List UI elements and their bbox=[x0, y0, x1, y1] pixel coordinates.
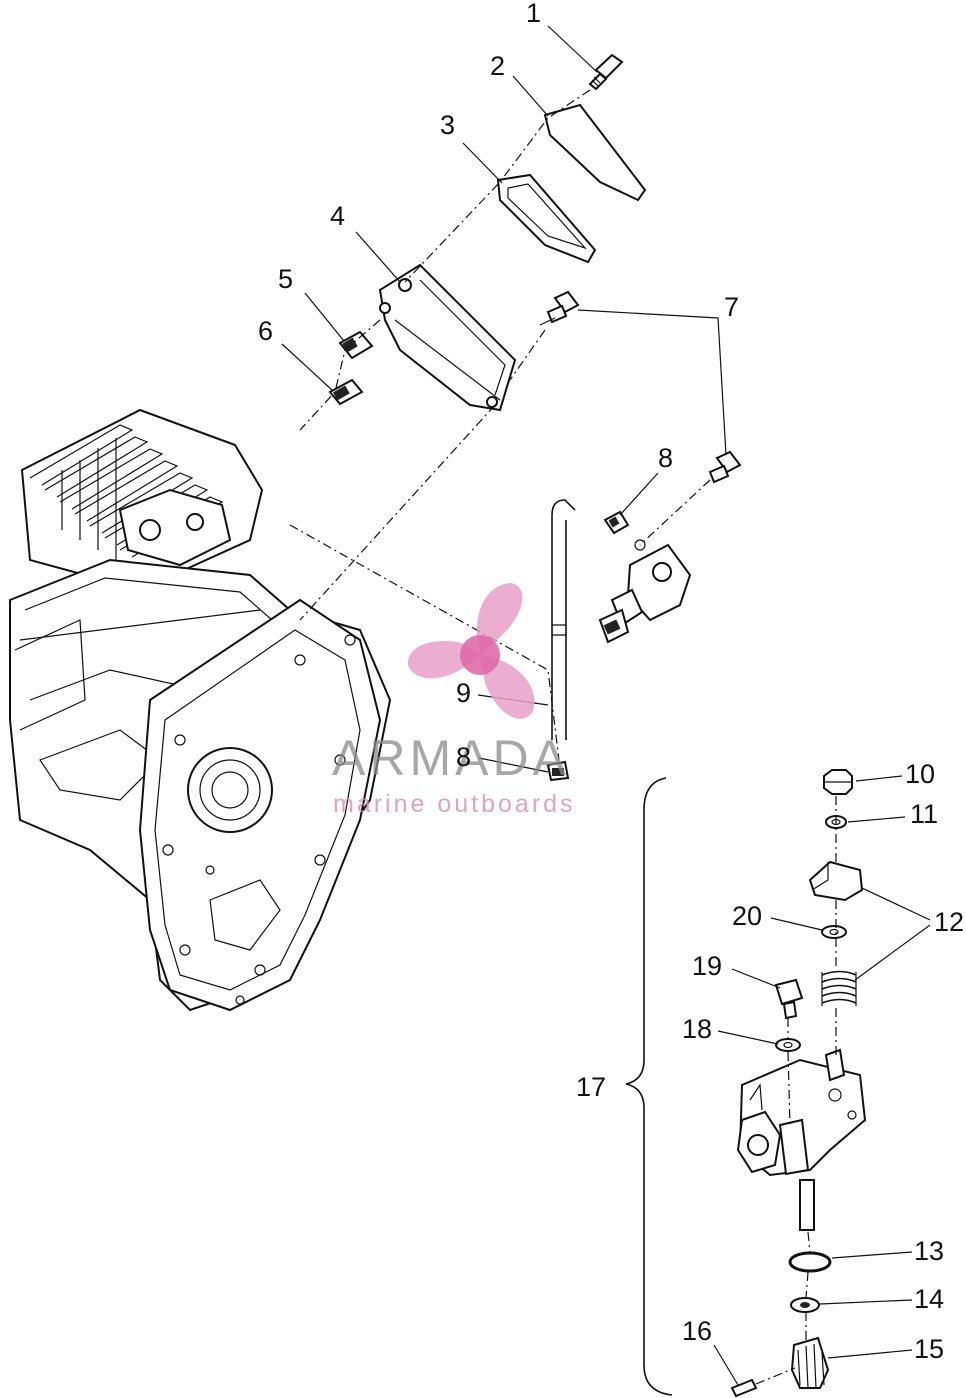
part-3-plate bbox=[496, 173, 597, 264]
part-15-gear bbox=[790, 1336, 830, 1389]
center-lines bbox=[289, 89, 837, 1385]
label-17: 17 bbox=[576, 1072, 606, 1102]
label-13: 13 bbox=[914, 1236, 944, 1266]
part-labels: 1 2 3 4 5 6 7 8 8 9 10 11 12 13 14 15 16… bbox=[258, 0, 964, 1364]
part-18-washer bbox=[775, 1038, 801, 1052]
label-14: 14 bbox=[914, 1284, 944, 1314]
label-6: 6 bbox=[258, 316, 273, 346]
part-19-screw bbox=[774, 978, 804, 1020]
label-4: 4 bbox=[330, 201, 345, 231]
part-6-block bbox=[328, 378, 364, 406]
part-17-valve-body bbox=[736, 1048, 867, 1231]
part-7-fitting-upper bbox=[539, 290, 580, 326]
part-10-nut bbox=[823, 769, 853, 795]
part-9-hose bbox=[551, 499, 576, 740]
pump-valve bbox=[598, 539, 692, 644]
label-7: 7 bbox=[724, 292, 739, 322]
part-8-clamp-lower bbox=[546, 760, 570, 782]
part-4-cover bbox=[378, 263, 517, 412]
leader-lines bbox=[281, 25, 931, 1386]
watermark-brand: ARMADA bbox=[332, 730, 570, 786]
label-10: 10 bbox=[905, 759, 935, 789]
part-16-pin bbox=[730, 1378, 758, 1398]
label-16: 16 bbox=[682, 1316, 712, 1346]
part-7-fitting-lower bbox=[708, 450, 742, 484]
part-8-clamp-upper bbox=[603, 510, 630, 535]
label-20: 20 bbox=[732, 901, 762, 931]
part-1-bolt bbox=[588, 53, 624, 91]
part-13-o-ring bbox=[788, 1251, 832, 1273]
label-9: 9 bbox=[456, 678, 471, 708]
label-11: 11 bbox=[910, 799, 938, 829]
label-19: 19 bbox=[692, 951, 722, 981]
label-12: 12 bbox=[934, 907, 964, 937]
label-18: 18 bbox=[682, 1014, 712, 1044]
armada-watermark: ARMADA marine outboards bbox=[332, 583, 576, 818]
propeller-logo-icon bbox=[407, 583, 535, 719]
bracket-17 bbox=[625, 777, 673, 1396]
label-5: 5 bbox=[278, 264, 293, 294]
label-2: 2 bbox=[490, 51, 505, 81]
label-8-lower: 8 bbox=[456, 742, 471, 772]
part-5-block bbox=[338, 330, 374, 360]
watermark-tagline: marine outboards bbox=[333, 790, 576, 818]
label-8-upper: 8 bbox=[658, 443, 673, 473]
part-20-washer bbox=[821, 925, 847, 939]
part-12-spring bbox=[821, 970, 857, 1006]
label-15: 15 bbox=[914, 1334, 944, 1364]
part-12-bracket bbox=[808, 860, 864, 902]
engine-block bbox=[9, 408, 392, 1012]
part-2-gasket bbox=[543, 103, 647, 202]
part-14-washer bbox=[790, 1297, 820, 1313]
label-1: 1 bbox=[526, 0, 541, 28]
label-3: 3 bbox=[440, 110, 455, 140]
